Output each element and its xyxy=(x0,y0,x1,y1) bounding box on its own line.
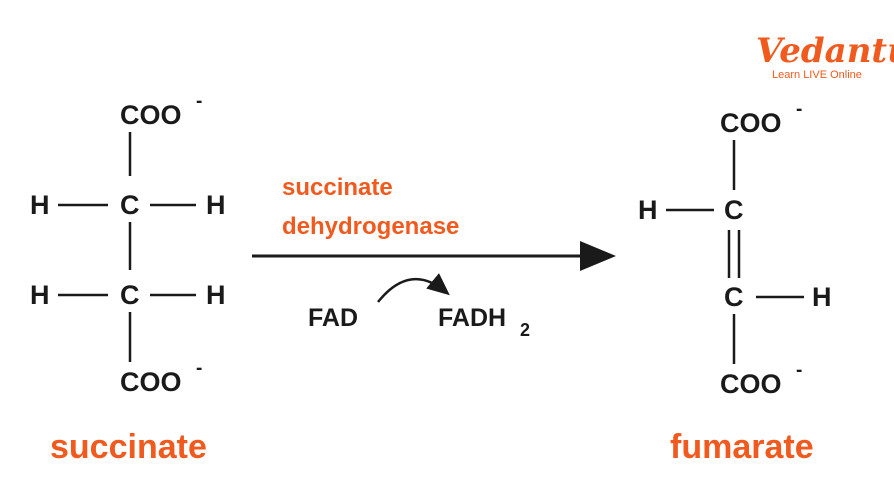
cofactor-fadh2: FADH xyxy=(438,304,506,332)
fumarate-bottom-charge: - xyxy=(796,360,802,381)
cofactor-conversion-arrow xyxy=(377,273,450,303)
reaction-arrow-group: succinate dehydrogenase FAD FADH 2 xyxy=(252,174,616,340)
brand-logo: Vedantu Learn LIVE Online xyxy=(756,31,894,81)
succinate-h1-left: H xyxy=(30,190,50,220)
succinate-c2: C xyxy=(120,280,140,310)
fumarate-bottom-carboxylate: COO xyxy=(720,369,782,399)
fumarate-top-carboxylate: COO xyxy=(720,108,782,138)
logo-brand: Vedantu xyxy=(756,31,894,71)
enzyme-name-line2: dehydrogenase xyxy=(282,213,459,240)
fumarate-c2: C xyxy=(724,282,744,312)
succinate-label: succinate xyxy=(50,428,207,466)
succinate-top-carboxylate: COO xyxy=(120,100,182,130)
succinate-bottom-charge: - xyxy=(196,358,202,379)
succinate-h2-left: H xyxy=(30,280,50,310)
succinate-c1: C xyxy=(120,190,140,220)
logo-tagline: Learn LIVE Online xyxy=(772,69,862,81)
succinate-h2-right: H xyxy=(206,280,226,310)
fumarate-structure: COO - H C C H COO - fumarate xyxy=(638,99,832,466)
fumarate-top-charge: - xyxy=(796,99,802,120)
enzyme-name-line1: succinate xyxy=(282,174,393,201)
fumarate-h1-left: H xyxy=(638,195,658,225)
fumarate-h2-right: H xyxy=(812,282,832,312)
fumarate-c1: C xyxy=(724,195,744,225)
succinate-h1-right: H xyxy=(206,190,226,220)
fumarate-label: fumarate xyxy=(670,428,814,466)
succinate-top-charge: - xyxy=(196,91,202,112)
cofactor-fad: FAD xyxy=(308,304,358,332)
succinate-bottom-carboxylate: COO xyxy=(120,367,182,397)
cofactor-fadh2-subscript: 2 xyxy=(520,320,530,340)
succinate-structure: COO - H C H H C H COO - succinate xyxy=(30,91,226,466)
